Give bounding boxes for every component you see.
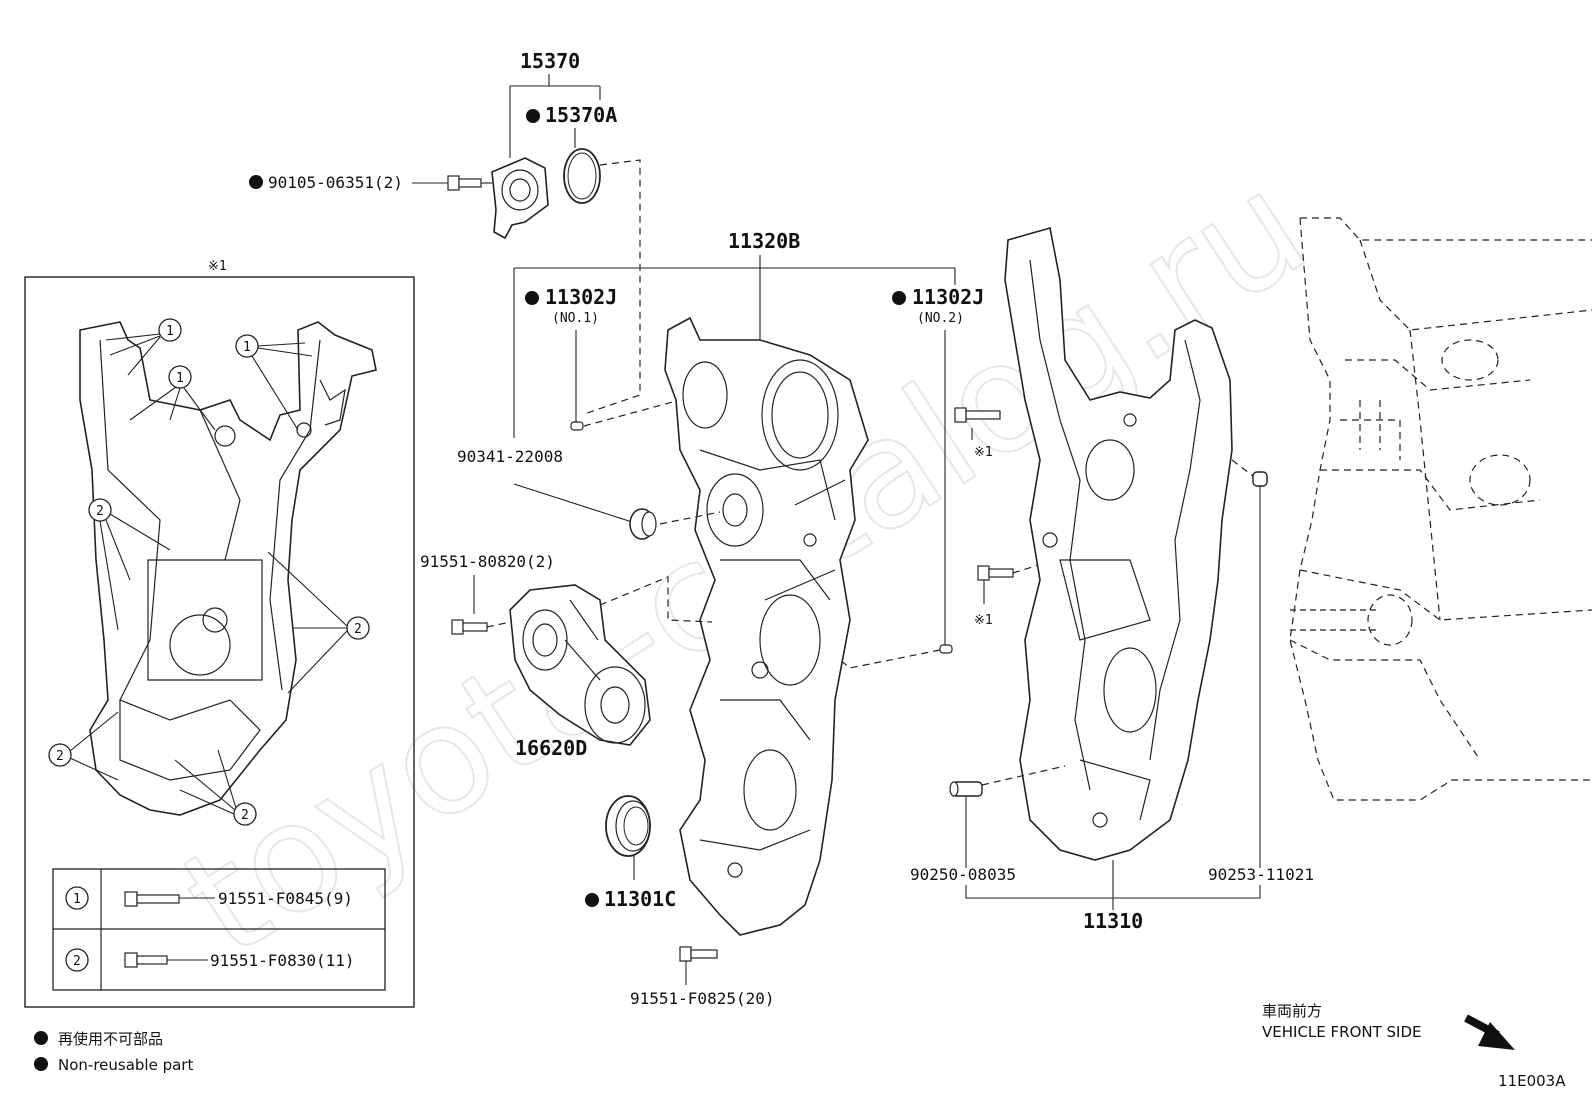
label-11301C: 11301C [604,887,676,911]
inset-star-label: ※1 [208,259,227,274]
legend-en: Non-reusable part [58,1056,193,1074]
bolt-icon [954,407,1001,423]
label-91551-F0825: 91551-F0825(20) [630,989,775,1008]
part-11310-group: ※1 ※1 90250-08035 [910,226,1314,933]
svg-text:1: 1 [73,892,81,907]
label-11310: 11310 [1083,909,1143,933]
vehicle-direction: 車両前方 VEHICLE FRONT SIDE [1262,1002,1515,1050]
table-part-no: 91551-F0845(9) [218,889,353,908]
pin-11302J-no1 [570,421,584,431]
svg-text:2: 2 [241,808,249,823]
label-11302J-no2-sub: (NO.2) [917,311,964,326]
timing-chain-cover-11310 [1004,226,1233,861]
label-star1-b: ※1 [974,613,993,628]
o-ring-15370A [563,148,601,204]
svg-text:2: 2 [354,622,362,637]
front-arrow-icon [1464,1014,1515,1050]
engine-block-outline [1289,217,1592,801]
plug-90341-22008 [629,508,657,540]
table-part-no: 91551-F0830(11) [210,951,355,970]
bolt-icon [977,565,1014,581]
label-11302J-no1: 11302J [545,285,617,309]
part-11320B-group: 11320B 11302J (NO.1) 11302J (NO.2) [457,229,984,936]
label-11302J-no2: 11302J [912,285,984,309]
table-row: 2 91551-F0830(11) [65,948,355,972]
label-90341-22008: 90341-22008 [457,447,563,466]
part-15370-group: 15370 15370A 90105-06351(2) [249,49,641,415]
label-16620D: 16620D [515,736,587,760]
part-16620D-group: 91551-80820(2) 16620D [420,552,713,760]
svg-text:1: 1 [166,324,174,339]
table-row: 1 91551-F0845(9) [65,886,353,910]
label-91551-80820: 91551-80820(2) [420,552,555,571]
label-15370A: 15370A [545,103,617,127]
inset-callouts-2: 2 2 2 2 [48,498,370,826]
legend: 再使用不可部品 Non-reusable part [34,1030,193,1074]
svg-text:2: 2 [56,749,64,764]
bolt-icon [447,175,482,191]
pin-90253-11021 [1252,471,1268,487]
direction-en: VEHICLE FRONT SIDE [1262,1023,1422,1041]
inset-panel: ※1 1 1 1 [24,259,415,1008]
oil-control-valve-housing [491,157,549,240]
figure-code: 11E003A [1498,1072,1566,1090]
label-90253-11021: 90253-11021 [1208,865,1314,884]
label-11320B: 11320B [728,229,800,253]
label-90250-08035: 90250-08035 [910,865,1016,884]
pin-11302J-no2 [939,644,953,654]
label-11302J-no1-sub: (NO.1) [552,311,599,326]
label-15370: 15370 [520,49,580,73]
pin-90250-08035 [949,781,983,797]
timing-chain-cover-11320B [664,316,869,936]
svg-text:2: 2 [96,504,104,519]
v-belt-tensioner-16620D [509,584,651,746]
svg-text:2: 2 [73,954,81,969]
inset-callouts-1: 1 1 1 [105,318,313,431]
label-star1-a: ※1 [974,445,993,460]
direction-jp: 車両前方 [1262,1002,1322,1020]
svg-text:1: 1 [243,340,251,355]
label-90105-06351: 90105-06351(2) [268,173,403,192]
bolt-icon [124,952,168,968]
inset-cover-drawing [79,321,377,816]
bolt-icon [124,891,180,907]
svg-text:1: 1 [176,371,184,386]
bolt-icon [679,946,718,962]
oil-seal-11301C [605,795,651,857]
legend-jp: 再使用不可部品 [58,1030,163,1048]
part-11301C-group: 11301C 91551-F0825(20) [585,795,775,1008]
inset-bolt-table: 1 91551-F0845(9) 2 91551-F0830(11) [52,868,386,991]
